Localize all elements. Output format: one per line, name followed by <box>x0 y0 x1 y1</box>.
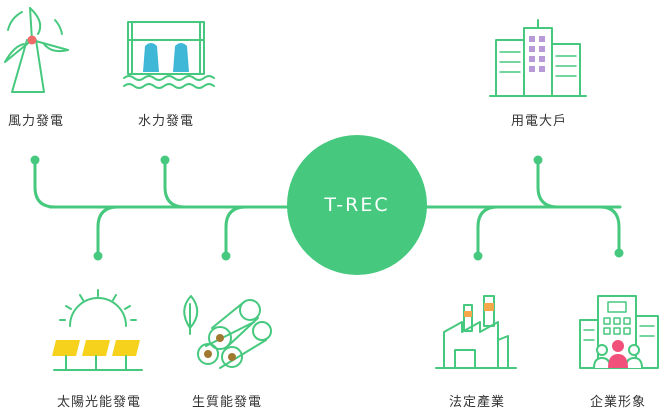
connector-corporate-image <box>598 205 621 254</box>
connector-biomass <box>224 205 248 257</box>
dot-solar <box>93 251 103 261</box>
connector-regulated-industry <box>476 205 500 257</box>
label-hydro: 水力發電 <box>137 114 195 129</box>
office-building-icon <box>489 19 587 97</box>
connector-dots <box>30 155 624 261</box>
biomass-logs-icon <box>183 295 272 369</box>
connector-hydro <box>163 158 187 209</box>
dot-hydro <box>160 155 170 165</box>
wind-turbine-icon <box>4 7 69 93</box>
dot-large-consumer <box>533 155 543 165</box>
hydro-dam-icon <box>123 21 215 89</box>
label-solar: 太陽光能發電 <box>56 395 142 410</box>
connector-wind <box>33 158 57 209</box>
connector-solar <box>96 205 120 257</box>
dot-wind <box>30 155 40 165</box>
company-building-icon <box>579 295 659 369</box>
solar-panel-icon <box>52 289 143 371</box>
dot-biomass <box>221 251 231 261</box>
connector-large-consumer <box>536 158 560 209</box>
label-biomass: 生質能發電 <box>191 395 263 410</box>
hub-label: T-REC <box>324 194 390 216</box>
dot-regulated-industry <box>473 251 483 261</box>
dot-corporate-image <box>614 248 624 258</box>
label-wind: 風力發電 <box>7 114 65 129</box>
label-corporate-image: 企業形象 <box>589 395 647 410</box>
label-regulated-industry: 法定產業 <box>448 395 506 410</box>
factory-icon <box>435 295 517 369</box>
hub-circle <box>287 135 427 275</box>
label-large-consumer: 用電大戶 <box>510 114 568 129</box>
